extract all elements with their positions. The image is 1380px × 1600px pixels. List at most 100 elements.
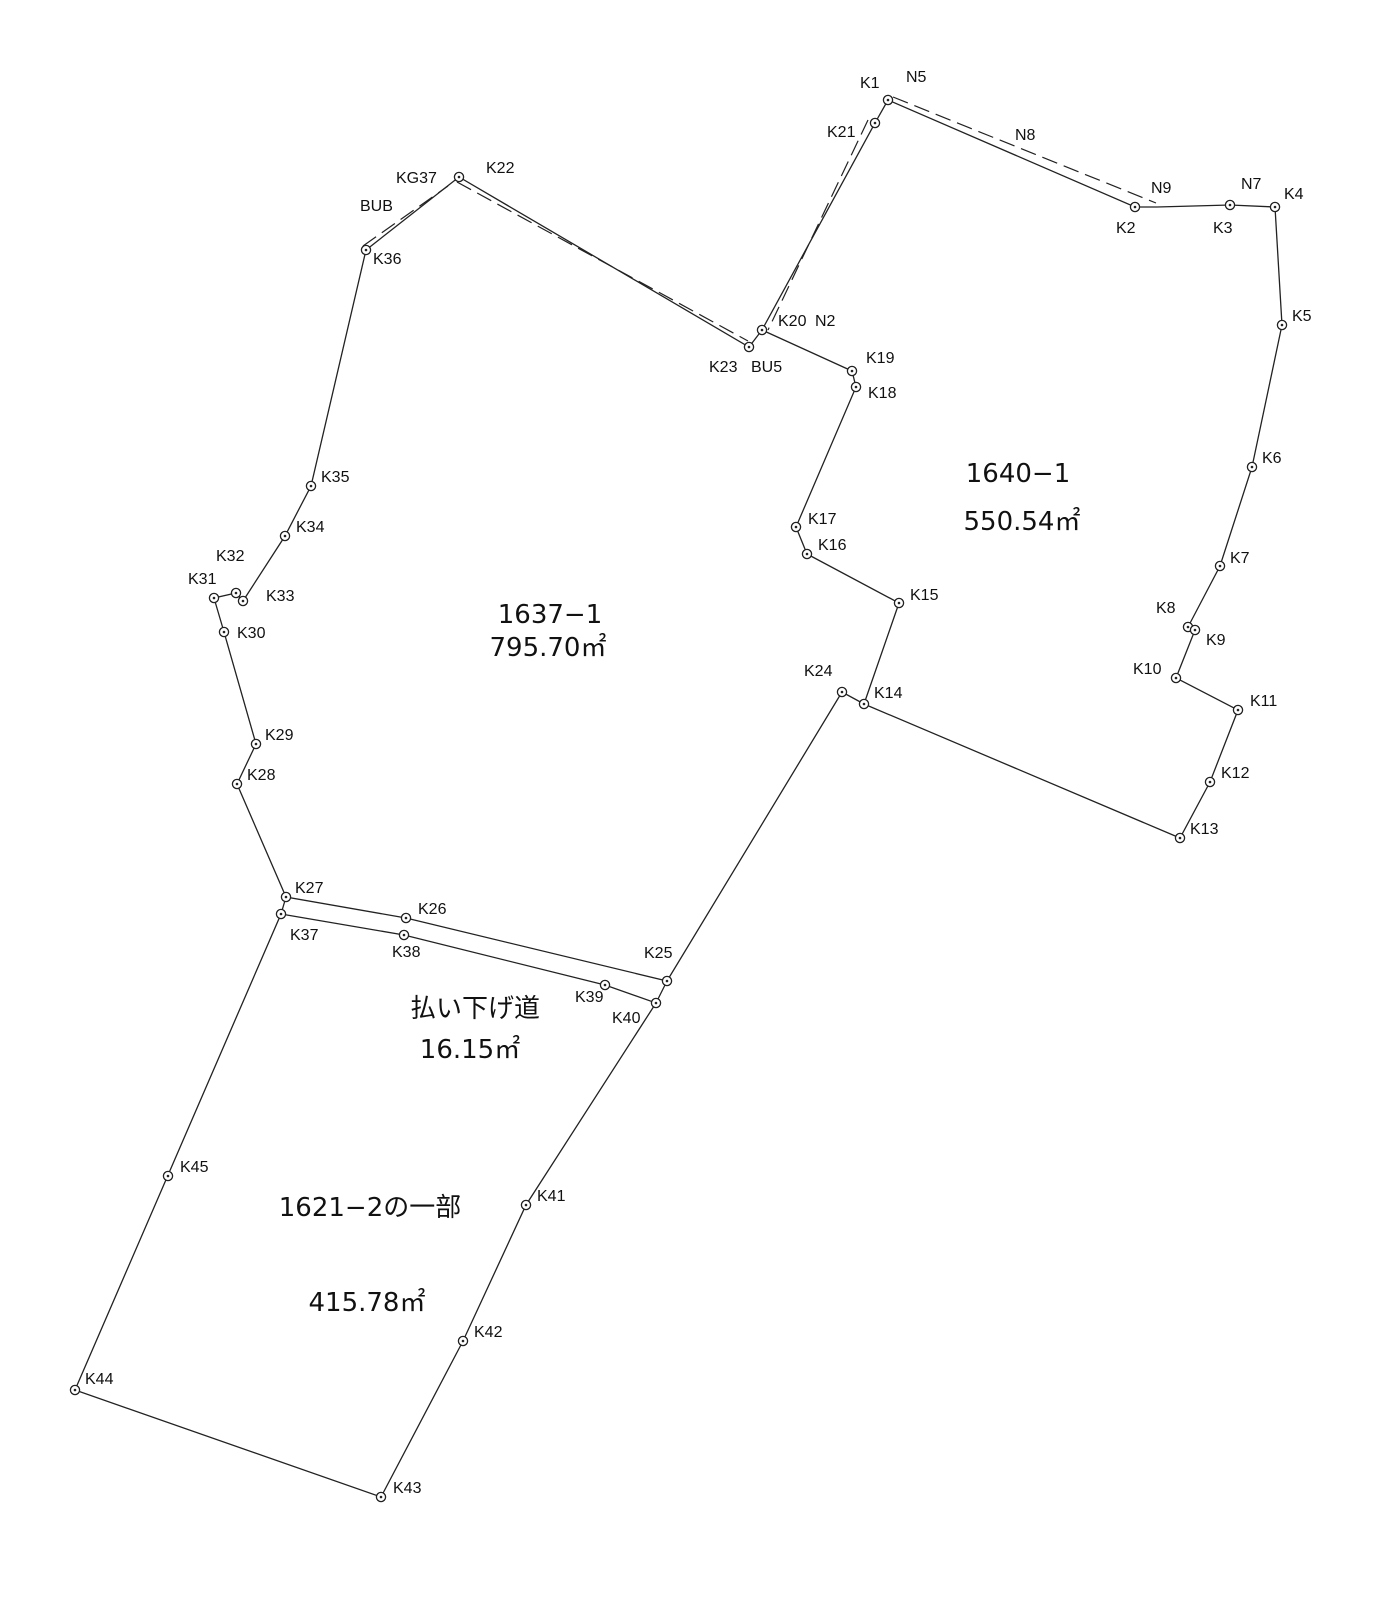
boundary-line <box>761 99 889 331</box>
parcel-number-1621-2: 1621−2の一部 <box>279 1193 462 1223</box>
survey-point-marker <box>279 530 291 542</box>
boundary-lines <box>74 99 1283 1498</box>
point-label: K44 <box>85 1371 114 1388</box>
parcel-number-1640-1: 1640−1 <box>966 459 1071 489</box>
parcel-area-road: 16.15㎡ <box>420 1035 520 1065</box>
dashed-boundary-lines <box>362 96 1157 342</box>
parcel-number-1637-1: 1637−1 <box>498 600 603 630</box>
survey-point-marker <box>250 738 262 750</box>
boundary-line <box>280 913 668 1004</box>
point-label: N9 <box>1151 180 1172 197</box>
point-label: K27 <box>295 880 324 897</box>
survey-point-marker <box>208 592 220 604</box>
survey-point-marker <box>661 975 673 987</box>
point-label: K32 <box>216 548 245 565</box>
point-label: KG37 <box>396 170 437 187</box>
survey-point-marker <box>650 997 662 1009</box>
point-label: K4 <box>1284 186 1304 203</box>
parcel-area-1621-2: 415.78㎡ <box>309 1288 426 1318</box>
survey-point-marker <box>1189 624 1201 636</box>
point-label: K23 <box>709 359 738 376</box>
point-label: K38 <box>392 944 421 961</box>
survey-point-marker <box>1246 461 1258 473</box>
survey-point-marker <box>280 891 292 903</box>
point-label: K41 <box>537 1188 566 1205</box>
survey-point-marker <box>520 1199 532 1211</box>
survey-point-marker <box>398 929 410 941</box>
survey-point-marker <box>237 595 249 607</box>
point-label: BUB <box>360 198 393 215</box>
survey-point-marker <box>801 548 813 560</box>
point-label: K34 <box>296 519 325 536</box>
point-label: K21 <box>827 124 856 141</box>
point-label: K36 <box>373 251 402 268</box>
point-label: K10 <box>1133 661 1162 678</box>
survey-point-marker <box>756 324 768 336</box>
survey-point-marker <box>305 480 317 492</box>
survey-point-marker <box>1276 319 1288 331</box>
point-label: K33 <box>266 588 295 605</box>
point-label: K1 <box>860 75 880 92</box>
point-label: K11 <box>1250 693 1277 710</box>
dashed-boundary-line <box>767 119 869 331</box>
survey-point-marker <box>836 686 848 698</box>
point-label: K28 <box>247 767 276 784</box>
point-label: K25 <box>644 945 673 962</box>
survey-point-markers <box>69 94 1288 1503</box>
point-label: K5 <box>1292 308 1312 325</box>
point-label: N8 <box>1015 127 1036 144</box>
survey-point-marker <box>218 626 230 638</box>
survey-point-marker <box>1129 201 1141 213</box>
point-label: K22 <box>486 160 515 177</box>
point-label: K43 <box>393 1480 422 1497</box>
survey-point-marker <box>275 908 287 920</box>
survey-point-marker <box>1269 201 1281 213</box>
point-label: K45 <box>180 1159 209 1176</box>
point-label: K14 <box>874 685 903 702</box>
survey-point-marker <box>1232 704 1244 716</box>
survey-point-marker <box>1214 560 1226 572</box>
survey-point-marker <box>893 597 905 609</box>
point-label: K20 <box>778 313 807 330</box>
point-label: K8 <box>1156 600 1176 617</box>
survey-point-marker <box>1204 776 1216 788</box>
point-label: K19 <box>866 350 895 367</box>
survey-point-marker <box>743 341 755 353</box>
parcel-1640-1: 1640−1 550.54㎡ <box>964 459 1081 537</box>
survey-point-marker <box>846 365 858 377</box>
survey-point-marker <box>457 1335 469 1347</box>
parcel-1621-2: 1621−2の一部 415.78㎡ <box>279 1193 462 1318</box>
point-label: BU5 <box>751 359 782 376</box>
point-label: K7 <box>1230 550 1250 567</box>
point-label: K26 <box>418 901 447 918</box>
point-label: K13 <box>1190 821 1219 838</box>
survey-point-marker <box>790 521 802 533</box>
point-label: N2 <box>815 313 836 330</box>
point-label: K6 <box>1262 450 1282 467</box>
parcel-1637-1: 1637−1 795.70㎡ <box>490 600 607 663</box>
survey-point-marker <box>858 698 870 710</box>
survey-point-marker <box>850 381 862 393</box>
survey-point-marker <box>400 912 412 924</box>
point-label: K30 <box>237 625 266 642</box>
survey-point-marker <box>162 1170 174 1182</box>
point-label: K37 <box>290 927 319 944</box>
point-label: K16 <box>818 537 847 554</box>
survey-point-marker <box>1174 832 1186 844</box>
point-label: K39 <box>575 989 604 1006</box>
point-label: K17 <box>808 511 837 528</box>
point-label: K2 <box>1116 220 1136 237</box>
point-label: N5 <box>906 69 927 86</box>
survey-point-marker <box>360 244 372 256</box>
parcel-area-1637-1: 795.70㎡ <box>490 633 607 663</box>
survey-point-marker <box>231 778 243 790</box>
survey-point-marker <box>882 94 894 106</box>
parcel-road: 払い下げ道 16.15㎡ <box>410 994 540 1065</box>
point-label: K35 <box>321 469 350 486</box>
point-label: K31 <box>188 571 217 588</box>
survey-point-marker <box>375 1491 387 1503</box>
survey-point-marker <box>599 979 611 991</box>
survey-point-marker <box>869 117 881 129</box>
